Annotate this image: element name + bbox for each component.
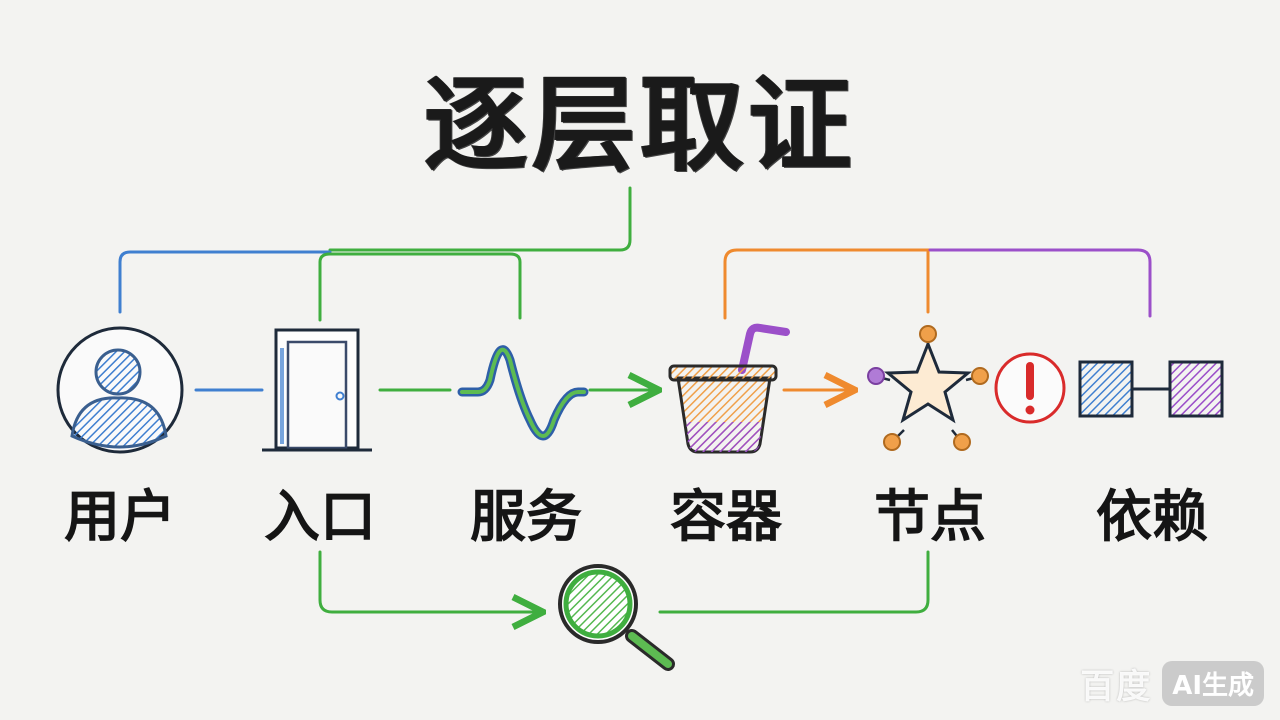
magnifier-icon	[558, 564, 675, 671]
title-stem-line	[328, 186, 632, 252]
node-label-service: 服务	[470, 485, 582, 550]
bottom-connectors	[318, 550, 930, 614]
node-label-container: 容器	[670, 485, 782, 550]
blue-bracket-line	[118, 250, 332, 314]
node-label-dependency: 依赖	[1096, 485, 1208, 550]
door-icon	[262, 328, 372, 452]
star-node-icon	[867, 325, 989, 451]
node-label-entry: 入口	[264, 485, 376, 550]
dependency-icon	[1078, 360, 1224, 418]
user-icon	[56, 326, 184, 454]
node-label-node: 节点	[874, 485, 986, 550]
arrow-entry-search	[318, 550, 540, 612]
waveform-icon	[457, 345, 589, 441]
diagram-title: 逐层取证	[423, 64, 856, 186]
link-search-node	[658, 550, 930, 614]
top-connectors	[118, 186, 1152, 322]
container-cup-icon	[668, 323, 790, 454]
watermark: 百度 AI生成	[1080, 659, 1264, 708]
watermark-badge: AI生成	[1162, 661, 1264, 706]
watermark-logo: 百度	[1080, 667, 1153, 707]
green-bracket-line	[318, 252, 522, 322]
purple-bracket-line	[928, 248, 1152, 318]
exclamation-alert-icon	[994, 352, 1066, 424]
orange-bracket-line	[723, 248, 932, 320]
node-label-user: 用户	[64, 485, 176, 550]
